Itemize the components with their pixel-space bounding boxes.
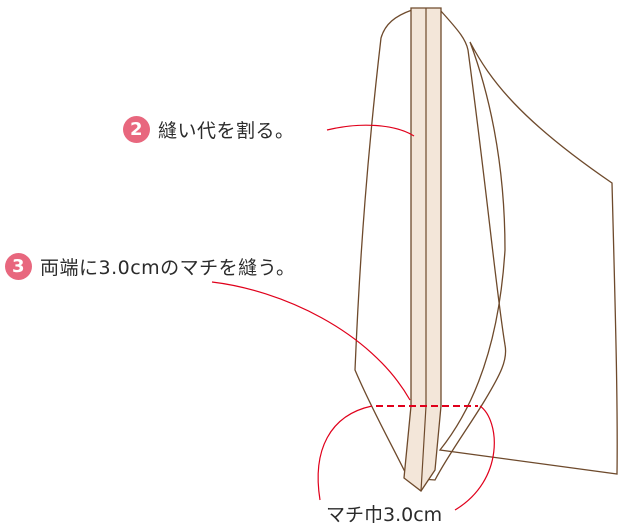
step2-leader-line	[326, 124, 415, 137]
seam-allowance	[403, 7, 442, 492]
step2-callout: 2 縫い代を割る。	[123, 116, 295, 143]
step3-callout: 3 両端に3.0cmのマチを縫う。	[5, 253, 296, 280]
step2-text: 縫い代を割る。	[158, 120, 295, 142]
dimension-left-bracket	[317, 405, 373, 501]
step3-text: 両端に3.0cmのマチを縫う。	[40, 257, 296, 279]
step3-leader-line	[211, 281, 411, 401]
back-panel	[438, 41, 618, 475]
step3-badge: 3	[5, 253, 32, 280]
front-panel	[354, 9, 507, 481]
step2-badge: 2	[123, 116, 150, 143]
dimension-right-bracket	[454, 405, 495, 511]
gusset-width-label: マチ巾3.0cm	[326, 504, 443, 526]
